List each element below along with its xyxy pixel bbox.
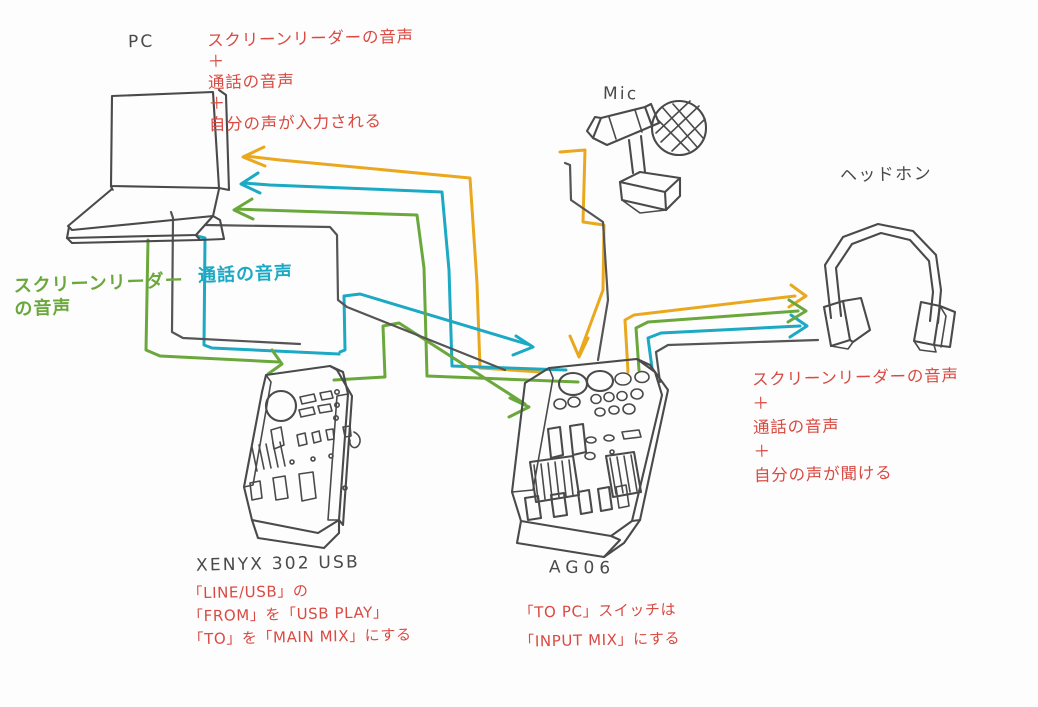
mic-sketch (585, 99, 708, 214)
headphone-output-annotation: スクリーンリーダーの音声 ＋ 通話の音声 ＋ 自分の声が聞ける (751, 365, 959, 485)
pc-label: PC (127, 31, 155, 53)
pc-laptop-sketch (65, 88, 231, 245)
ag06-mixer-sketch (510, 357, 670, 559)
flow-screen-reader-ag06-to-headphones (634, 298, 808, 372)
pc-input-annotation: スクリーンリーダーの音声 ＋ 通話の音声 ＋ 自分の声が入力される (206, 26, 415, 135)
ag06-setting-note: 「TO PC」スイッチは 「INPUT MIX」にする (518, 600, 681, 651)
flow-call-audio-xenyx-to-ag06 (338, 292, 535, 357)
ag06-device-label: AG06 (548, 557, 616, 579)
xenyx-device-label: XENYX 302 USB (195, 552, 361, 576)
xenyx-setting-note: 「LINE/USB」の 「FROM」を「USB PLAY」 「TO」を「MAIN… (187, 581, 412, 648)
headphones-label: ヘッドホン (839, 164, 933, 186)
cable-pc-to-ag06 (203, 223, 507, 372)
flow-own-voice-mic-to-ag06 (558, 148, 606, 359)
flow-call-audio-pc-to-xenyx (195, 234, 341, 356)
headphones-sketch (822, 222, 957, 353)
flow-screen-reader-xenyx-to-ag06 (332, 321, 531, 419)
screen-reader-flow-label: スクリーンリーダー の音声 (13, 270, 185, 321)
flow-call-audio-ag06-to-headphones (646, 313, 809, 370)
cable-ag06-to-headphones (654, 338, 820, 384)
flow-call-audio-ag06-to-pc (239, 171, 568, 372)
mic-label: Mic (602, 83, 639, 105)
cable-mic-to-ag06 (563, 161, 610, 362)
flow-screen-reader-pc-to-xenyx (144, 238, 284, 376)
call-audio-flow-label: 通話の音声 (197, 262, 294, 287)
flow-screen-reader-ag06-to-pc (232, 197, 580, 384)
xenyx-mixer-sketch (242, 364, 361, 550)
cable-pc-to-xenyx (169, 210, 302, 346)
